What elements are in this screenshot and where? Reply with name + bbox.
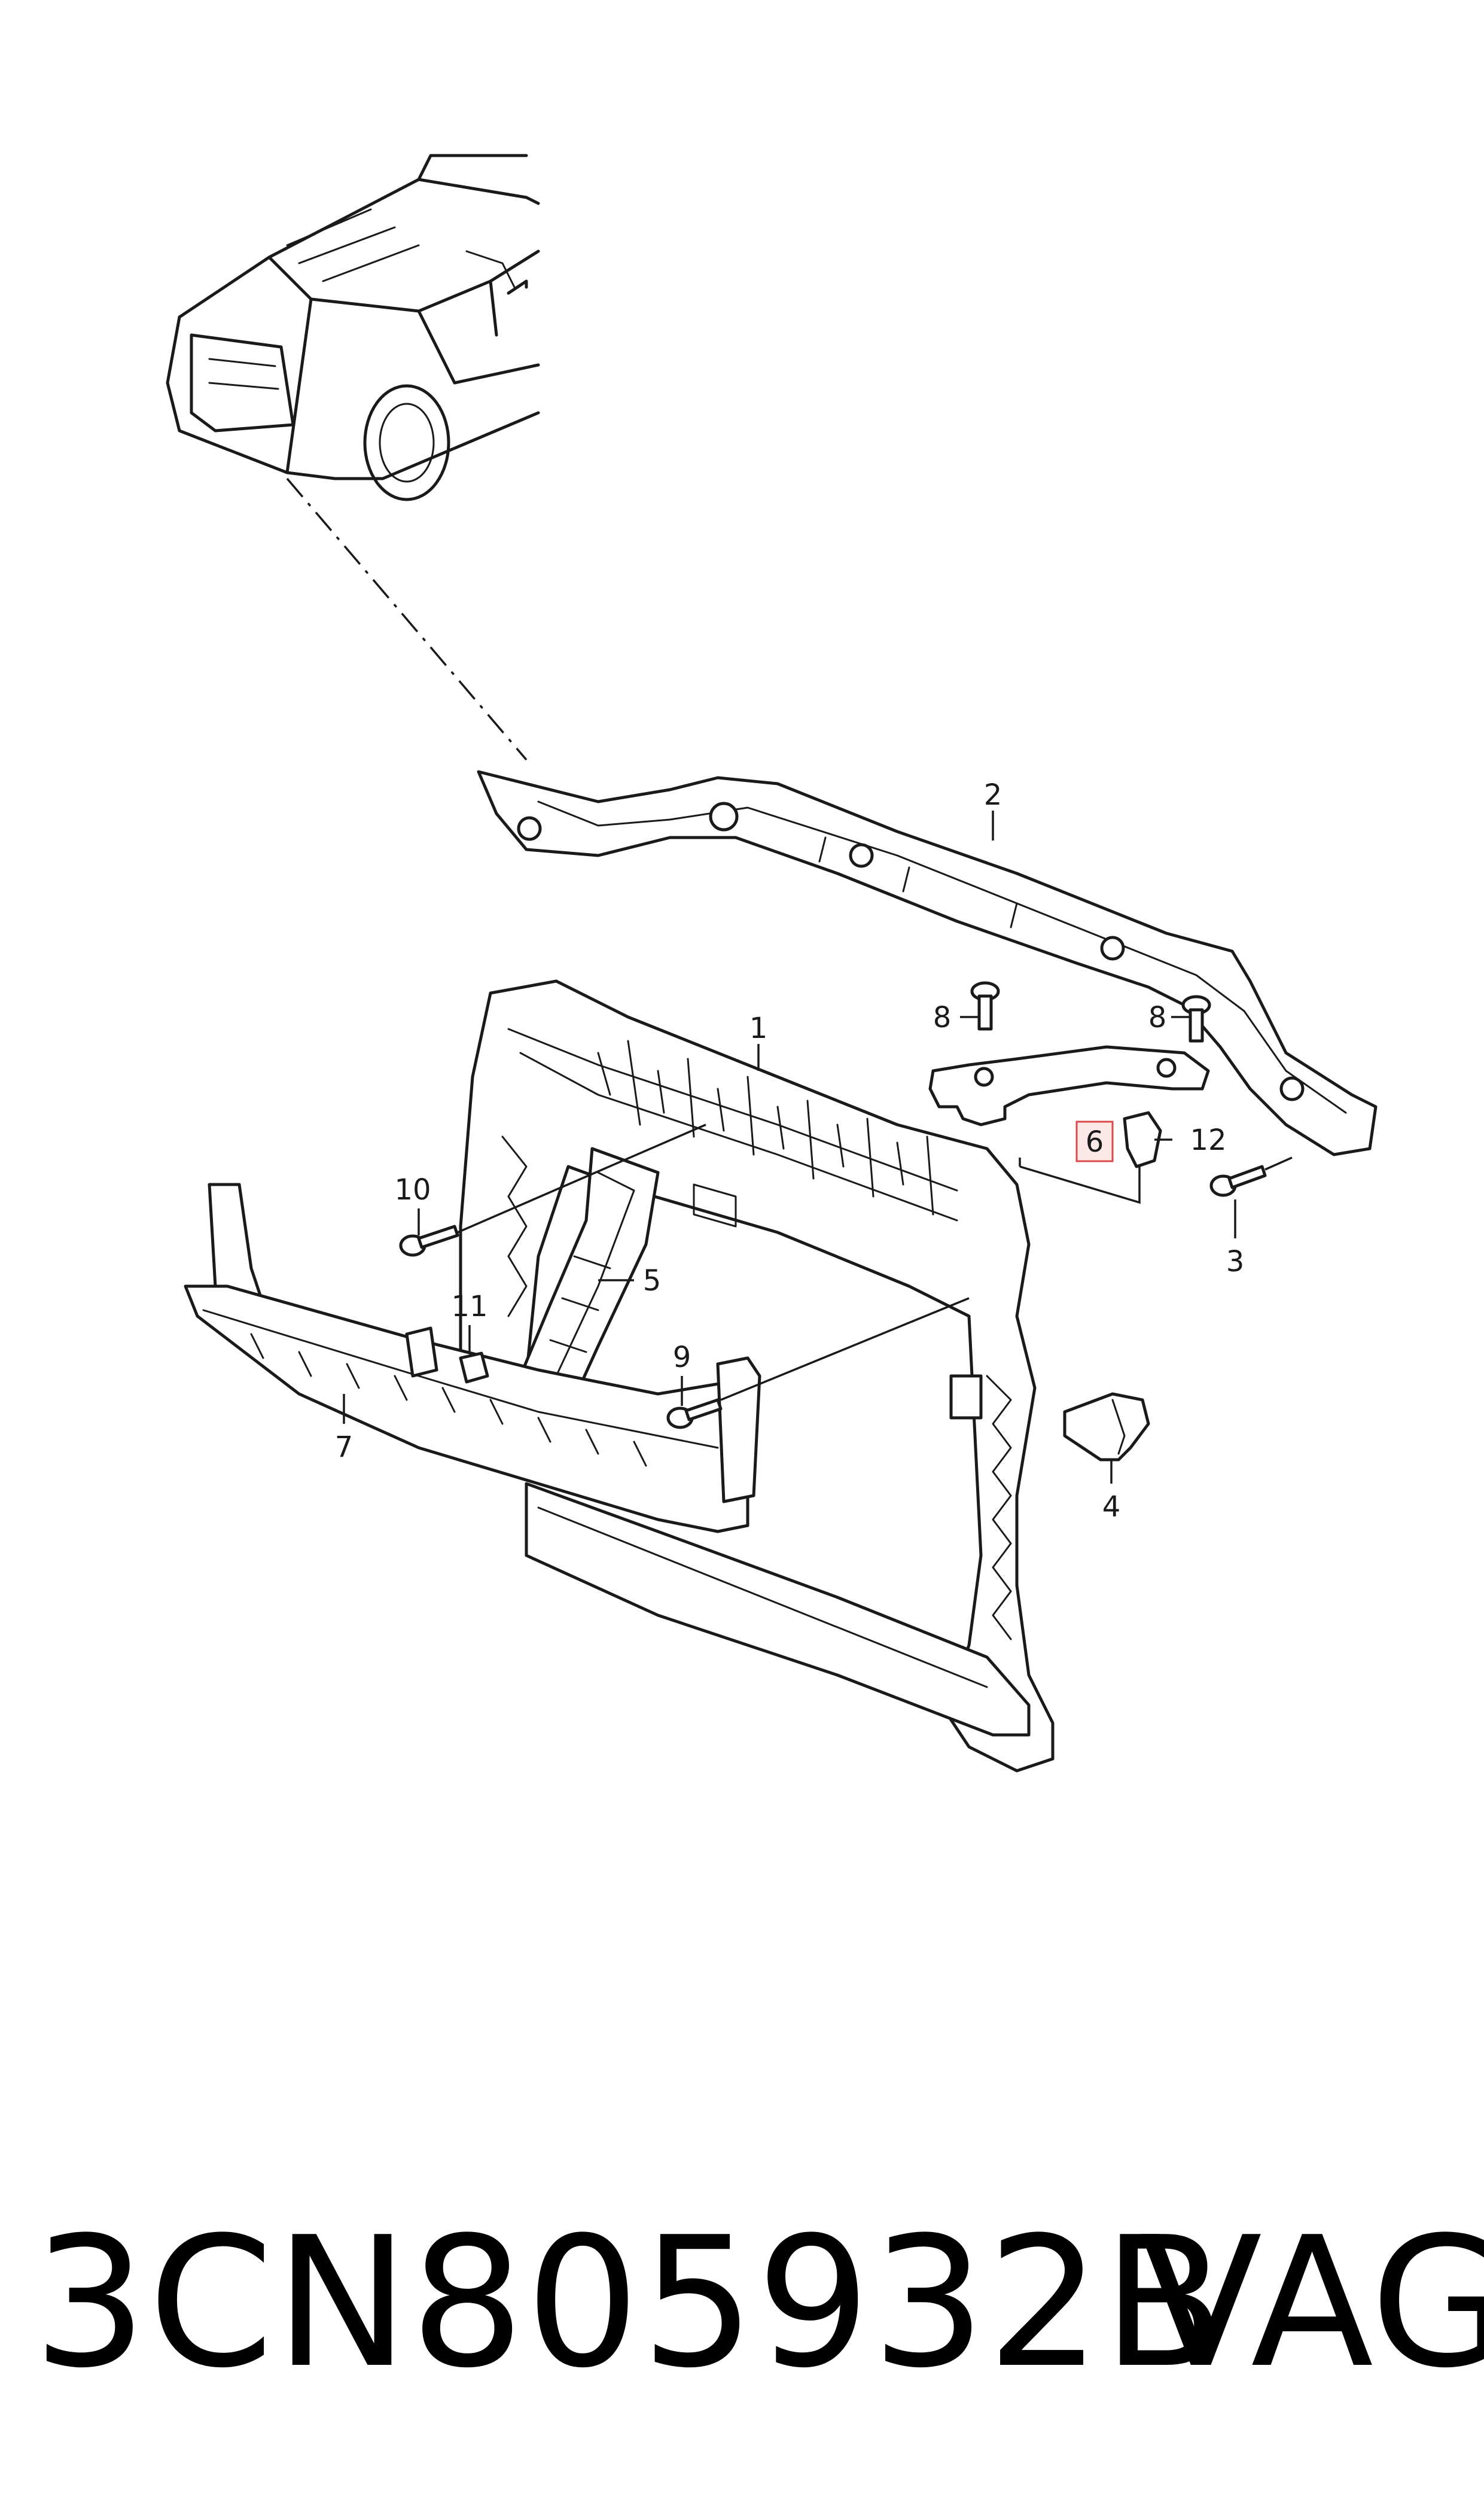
callout-8-right: 8 <box>1148 1001 1167 1034</box>
part-number-label: 3CN805932B <box>33 2199 1227 2407</box>
callout-labels: 2 1 8 8 6 12 3 10 5 11 9 7 4 <box>335 778 1245 1524</box>
locator-link-line <box>286 477 528 761</box>
part-1-lower-rail <box>525 1482 1031 1737</box>
part-4-small-bracket <box>1063 1392 1150 1462</box>
leader-lines <box>343 811 1293 1484</box>
vehicle-locator-illustration <box>166 154 540 501</box>
callout-10: 10 <box>394 1173 431 1207</box>
callout-7: 7 <box>335 1430 354 1464</box>
part-12-clip-nut <box>1123 1111 1162 1168</box>
callout-9: 9 <box>673 1341 691 1374</box>
callout-1: 1 <box>749 1012 768 1045</box>
callout-5: 5 <box>643 1264 662 1298</box>
part-6-bracket <box>928 1045 1210 1126</box>
callout-4: 4 <box>1102 1490 1121 1524</box>
callout-8-left: 8 <box>933 1001 952 1034</box>
callout-11: 11 <box>451 1290 487 1323</box>
part-7-lower-carrier <box>184 1183 761 1533</box>
callout-6-highlight-box <box>1075 1121 1114 1162</box>
callout-12: 12 <box>1190 1123 1226 1157</box>
callout-6: 6 <box>1086 1125 1104 1159</box>
callout-3: 3 <box>1226 1245 1245 1278</box>
part-2-upper-cross-member <box>477 770 1378 1156</box>
brand-label: VAG <box>1139 2199 1484 2407</box>
callout-2: 2 <box>984 778 1002 812</box>
fasteners <box>399 981 1267 1429</box>
